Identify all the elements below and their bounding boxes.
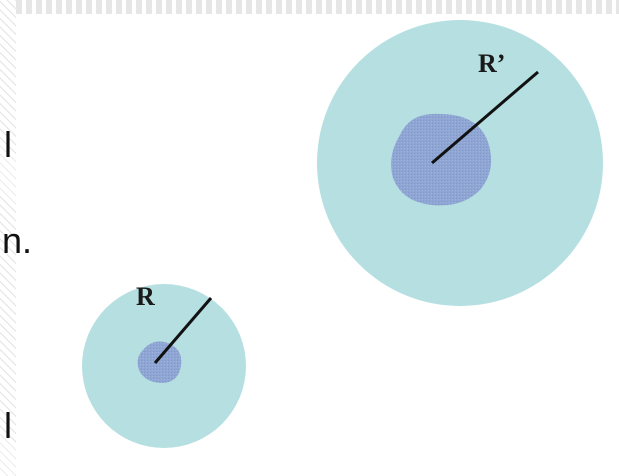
dashed-top-border — [16, 0, 619, 14]
small-inner-core — [137, 341, 182, 383]
clipped-text-fragment-2: n. — [2, 220, 33, 261]
clipped-text-fragment-3: l — [4, 405, 12, 446]
hatched-margin — [0, 0, 16, 476]
large-radius-label: R’ — [478, 49, 505, 78]
small-radius-line — [153, 297, 213, 364]
large-radius-line — [431, 70, 539, 165]
small-sphere: R — [82, 282, 246, 448]
small-radius-label: R — [136, 282, 155, 311]
clipped-text-fragment-1: l — [4, 124, 12, 165]
large-inner-core — [391, 113, 492, 206]
large-sphere: R’ — [317, 20, 603, 306]
